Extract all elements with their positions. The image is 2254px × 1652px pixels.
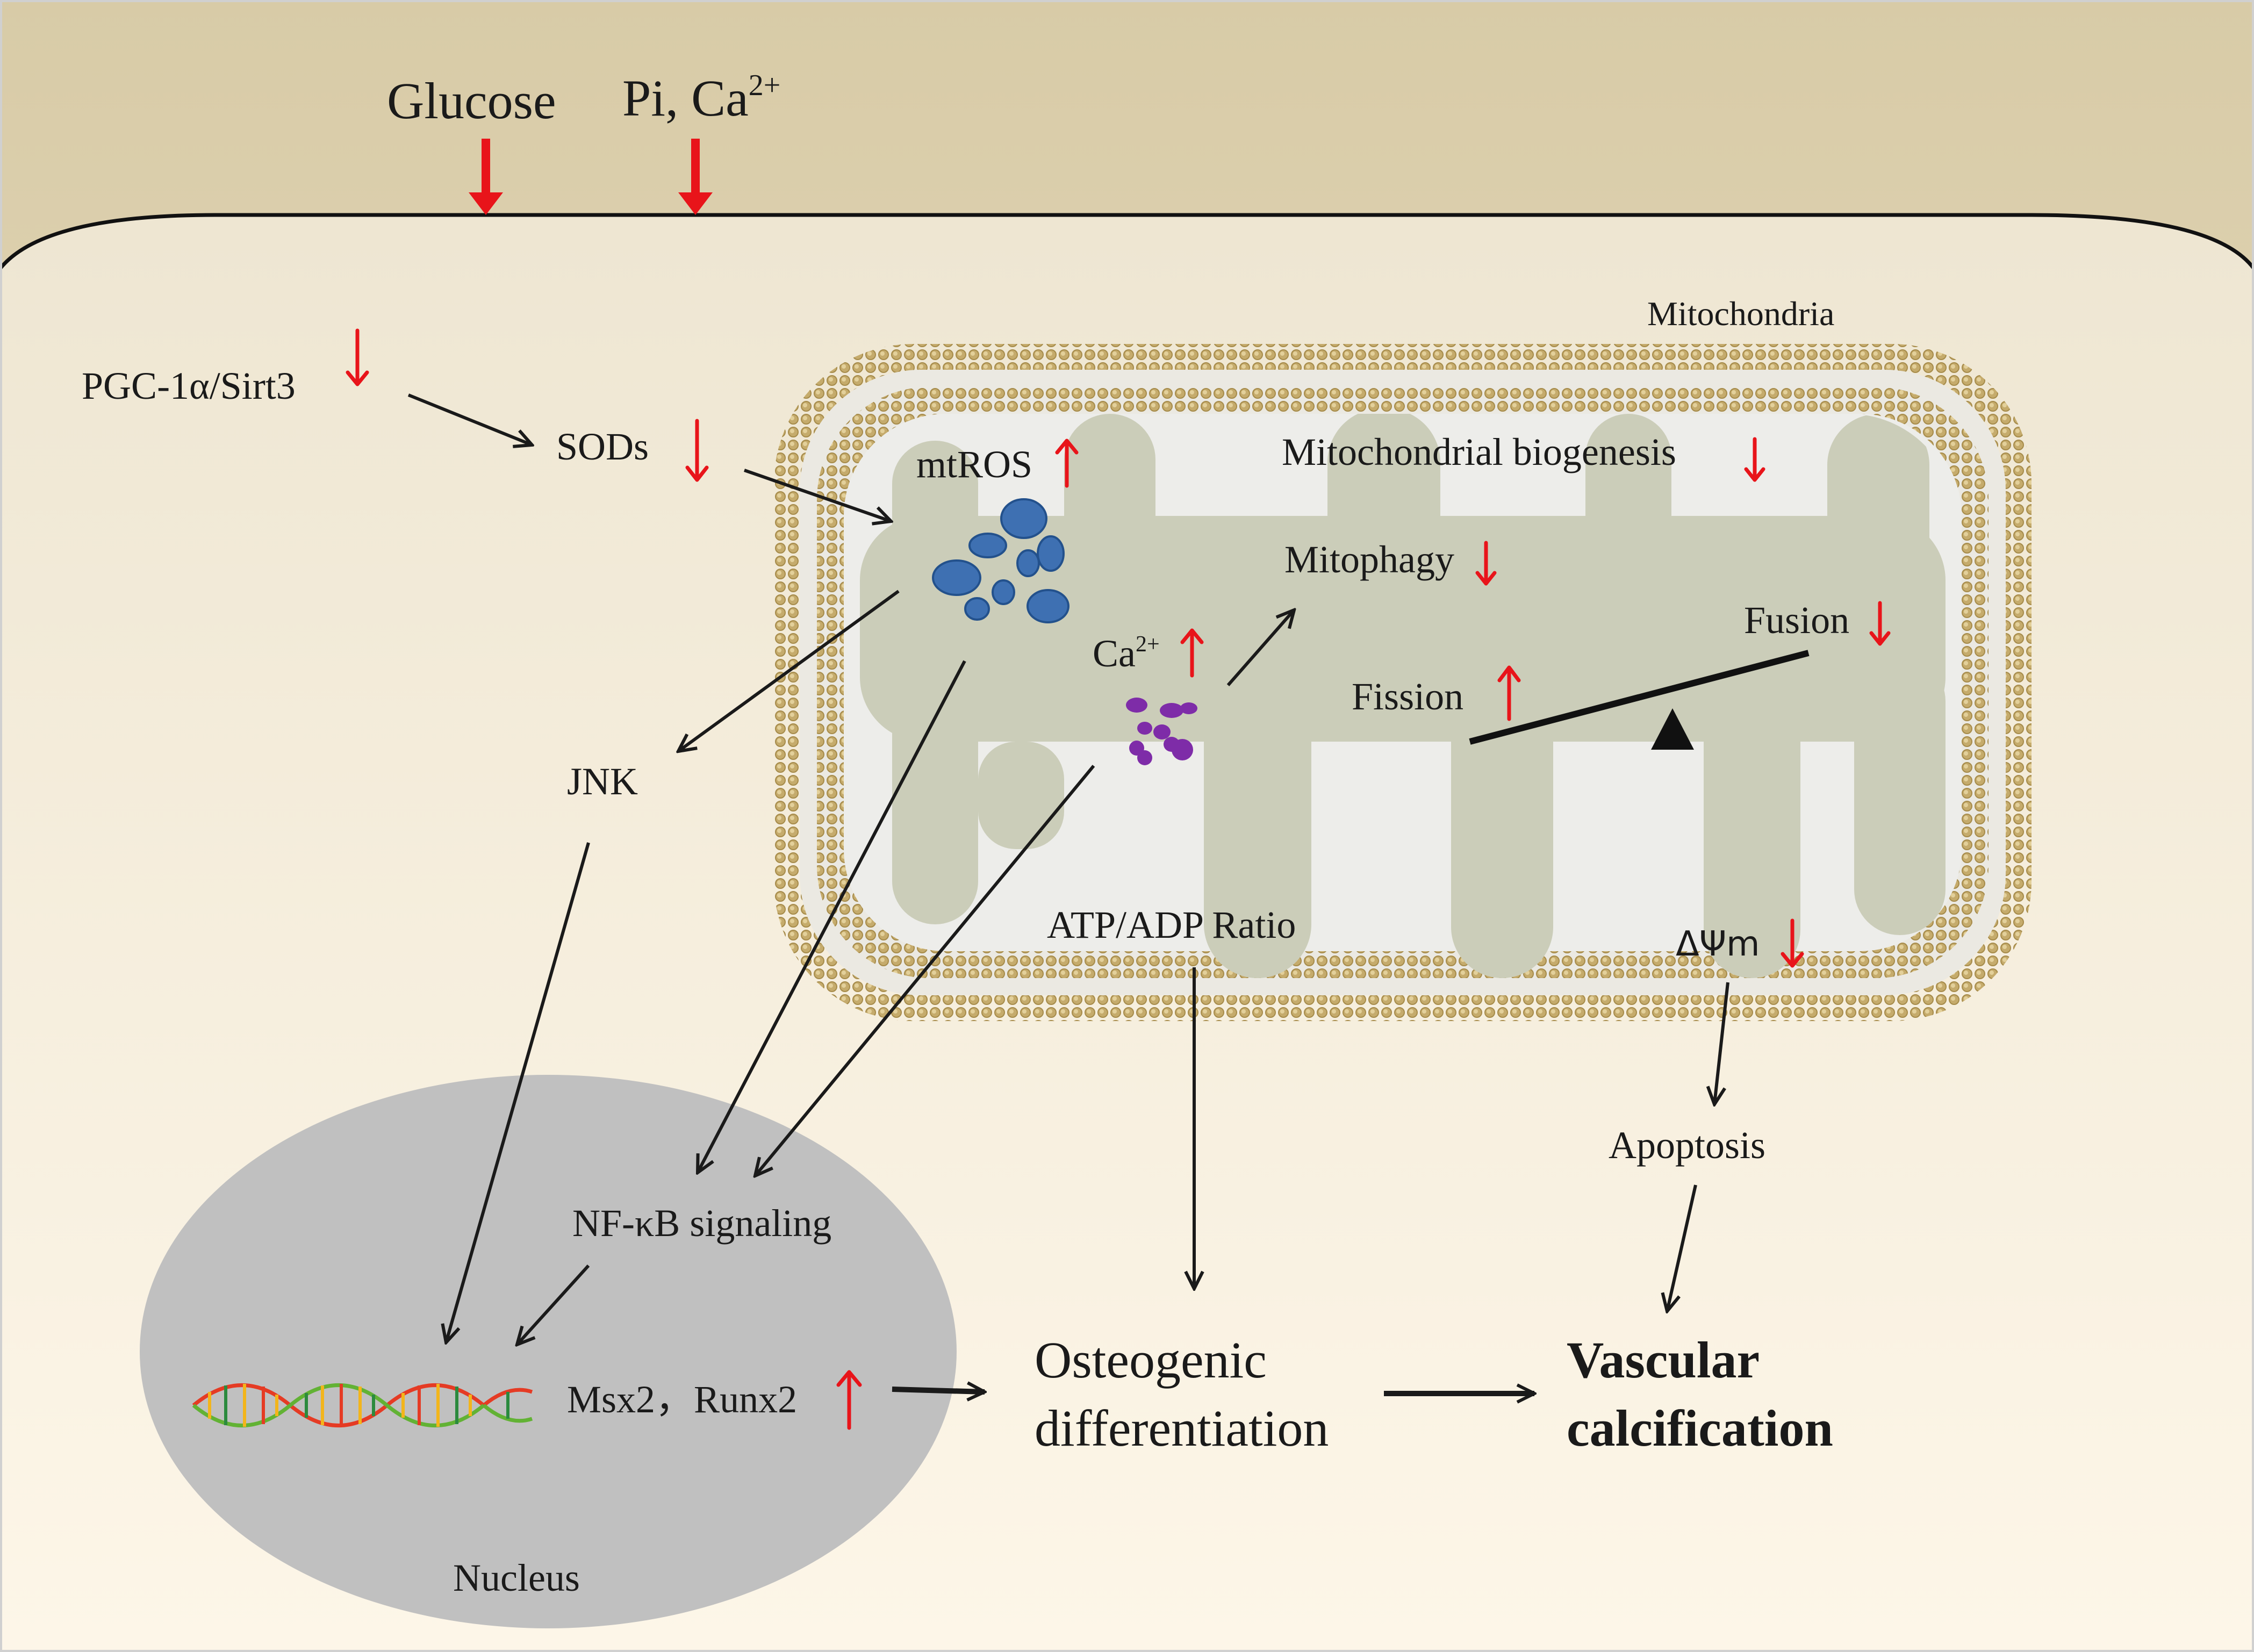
nfkb-label: NF-κB signaling	[572, 1202, 831, 1245]
delta-psi-label: ΔΨm	[1676, 924, 1760, 964]
ca-mito-label: Ca2+	[1093, 632, 1160, 675]
vascular-label-line2: calcification	[1567, 1399, 1833, 1457]
jnk-label: JNK	[567, 760, 638, 803]
mtros-particles	[932, 498, 1069, 623]
arrow-nfkb-to-dna	[517, 1264, 590, 1345]
red-up-arrow-icon	[1055, 439, 1079, 488]
sods-label: SODs	[556, 425, 649, 468]
arrow-delta-psi-to-apoptosis	[1714, 982, 1729, 1104]
msx-runx-label: Msx2，Runx2	[567, 1378, 797, 1421]
arrow-mtros-to-jnk	[678, 590, 900, 751]
arrow-pgc-to-sods	[407, 393, 532, 445]
vascular-label: Vascular	[1567, 1331, 1760, 1389]
fission-label: Fission	[1352, 675, 1463, 718]
fusion-label: Fusion	[1744, 599, 1849, 642]
nucleus-label: Nucleus	[453, 1556, 580, 1599]
red-down-arrow-icon	[685, 419, 709, 482]
arrow-jnk-to-dna	[446, 842, 590, 1342]
arrow-mtros-to-nfkb	[698, 660, 966, 1173]
red-down-arrow-icon	[1475, 541, 1497, 586]
osteogenic-label-line2: differentiation	[1035, 1399, 1329, 1457]
glucose-label: Glucose	[387, 72, 556, 130]
mito-biogenesis-label: Mitochondrial biogenesis	[1282, 430, 1676, 473]
mtros-label: mtROS	[916, 443, 1032, 486]
mitochondria-label: Mitochondria	[1647, 295, 1834, 333]
red-up-arrow-icon	[836, 1370, 862, 1430]
arrow-ca-to-mitophagy	[1226, 610, 1294, 686]
red-down-arrow-icon	[1744, 437, 1765, 482]
arrow-apoptosis-to-vascular	[1667, 1184, 1697, 1311]
arrow-sods-to-mtros	[744, 469, 891, 521]
mitophagy-label: Mitophagy	[1284, 538, 1454, 581]
balance-scale-icon	[1469, 650, 1810, 750]
atp-adp-label: ATP/ADP Ratio	[1047, 903, 1296, 946]
labels: Glucose Pi, Ca2+ Mitochondria PGC-1α/Sir…	[82, 69, 1849, 1599]
red-down-arrow-icon	[346, 328, 369, 386]
cell-membrane	[0, 213, 2254, 270]
red-up-arrow-icon	[1497, 665, 1521, 721]
red-down-arrow-icon	[1869, 601, 1891, 646]
osteogenic-label: Osteogenic	[1035, 1331, 1267, 1389]
pgc-label: PGC-1α/Sirt3	[82, 364, 296, 407]
calcium-particles	[1126, 698, 1197, 765]
arrow-genes-to-osteogenic	[892, 1389, 985, 1392]
pathway-arrows	[407, 393, 1729, 1394]
apoptosis-label: Apoptosis	[1609, 1124, 1765, 1167]
change-indicators	[346, 328, 1891, 1430]
nucleus	[140, 1075, 957, 1628]
dna-helix-icon	[192, 1383, 533, 1427]
arrow-ca-to-nfkb	[755, 765, 1095, 1176]
pi-ca-label: Pi, Ca2+	[622, 69, 780, 127]
red-up-arrow-icon	[1180, 628, 1204, 678]
red-down-arrow-icon	[1781, 918, 1804, 968]
influx-arrows	[469, 139, 713, 215]
